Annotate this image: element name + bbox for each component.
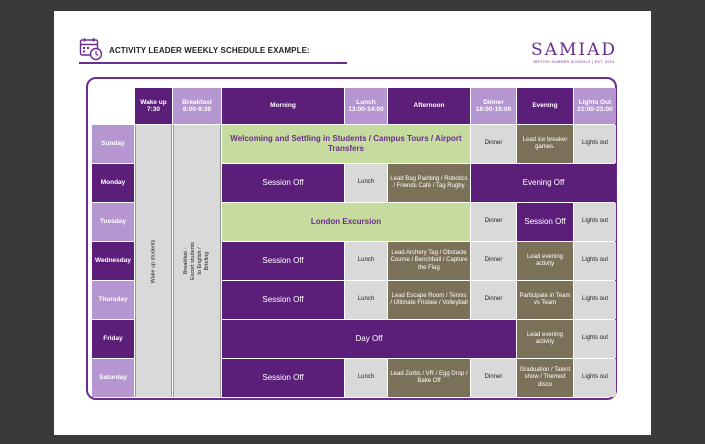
thursday-lunch: Lunch <box>345 281 387 319</box>
document-title: ACTIVITY LEADER WEEKLY SCHEDULE EXAMPLE: <box>109 46 310 55</box>
tuesday-dinner: Dinner <box>471 203 516 241</box>
header-breakfast: Breakfast 8:00-9:30 <box>173 88 221 124</box>
header-lunch: Lunch 13:00-14:00 <box>345 88 387 124</box>
brand-tagline: BRITISH SUMMER SCHOOLS | EST. 2010 <box>533 60 615 64</box>
schedule-frame <box>86 77 617 400</box>
sunday-dinner: Dinner <box>471 125 516 163</box>
sunday-main: Welcoming and Settling in Students / Cam… <box>222 125 470 163</box>
header-dinner: Dinner 18:00-19:00 <box>471 88 516 124</box>
wednesday-dinner: Dinner <box>471 242 516 280</box>
day-monday: Monday <box>92 164 134 202</box>
header-afternoon: Afternoon <box>388 88 470 124</box>
saturday-lights: Lights out <box>574 359 616 397</box>
day-thursday: Thursday <box>92 281 134 319</box>
wake-up-column: Wake up students <box>135 125 172 397</box>
monday-lunch: Lunch <box>345 164 387 202</box>
header-morning: Morning <box>222 88 344 124</box>
friday-evening: Lead evening activity <box>517 320 573 358</box>
brand-logo: SAMIAD BRITISH SUMMER SCHOOLS | EST. 201… <box>531 41 617 64</box>
wednesday-morning: Session Off <box>222 242 344 280</box>
day-tuesday: Tuesday <box>92 203 134 241</box>
breakfast-column: Breakfast - Escort students to English /… <box>173 125 221 397</box>
document-page: ACTIVITY LEADER WEEKLY SCHEDULE EXAMPLE:… <box>54 11 651 435</box>
saturday-dinner: Dinner <box>471 359 516 397</box>
tuesday-main: London Excursion <box>222 203 470 241</box>
monday-evening: Evening Off <box>471 164 616 202</box>
saturday-afternoon: Lead Zorbs / VR / Egg Drop / Bake Off <box>388 359 470 397</box>
friday-main: Day Off <box>222 320 516 358</box>
wake-up-text: Wake up students <box>150 239 157 283</box>
title-underline <box>79 62 347 64</box>
sunday-lights: Lights out <box>574 125 616 163</box>
friday-lights: Lights out <box>574 320 616 358</box>
saturday-lunch: Lunch <box>345 359 387 397</box>
thursday-evening: Participate in Team vs Team <box>517 281 573 319</box>
day-friday: Friday <box>92 320 134 358</box>
day-wednesday: Wednesday <box>92 242 134 280</box>
thursday-afternoon: Lead Escape Room / Tennis / Ultimate Fri… <box>388 281 470 319</box>
wednesday-lights: Lights out <box>574 242 616 280</box>
thursday-dinner: Dinner <box>471 281 516 319</box>
saturday-evening: Graduation / Talent show / Themed disco <box>517 359 573 397</box>
wednesday-evening: Lead evening activity <box>517 242 573 280</box>
day-saturday: Saturday <box>92 359 134 397</box>
thursday-morning: Session Off <box>222 281 344 319</box>
breakfast-text: Breakfast - Escort students to English /… <box>183 242 210 280</box>
monday-morning: Session Off <box>222 164 344 202</box>
sunday-evening: Lead ice breaker games. <box>517 125 573 163</box>
saturday-morning: Session Off <box>222 359 344 397</box>
day-sunday: Sunday <box>92 125 134 163</box>
corner-cell <box>92 88 134 124</box>
tuesday-lights: Lights out <box>574 203 616 241</box>
brand-name: SAMIAD <box>531 40 617 60</box>
schedule-table: Wake up 7:30 Breakfast 8:00-9:30 Morning… <box>92 88 616 397</box>
header-wake-up: Wake up 7:30 <box>135 88 172 124</box>
wednesday-afternoon: Lead Archery Tag / Obstacle Course / Ben… <box>388 242 470 280</box>
header-evening: Evening <box>517 88 573 124</box>
wednesday-lunch: Lunch <box>345 242 387 280</box>
header-lights-out: Lights Out 21:00-23:00 <box>574 88 616 124</box>
title-row: ACTIVITY LEADER WEEKLY SCHEDULE EXAMPLE: <box>79 37 627 67</box>
monday-afternoon: Lead Bag Painting / Robotics / Friends C… <box>388 164 470 202</box>
calendar-clock-icon <box>79 38 103 61</box>
tuesday-evening: Session Off <box>517 203 573 241</box>
thursday-lights: Lights out <box>574 281 616 319</box>
